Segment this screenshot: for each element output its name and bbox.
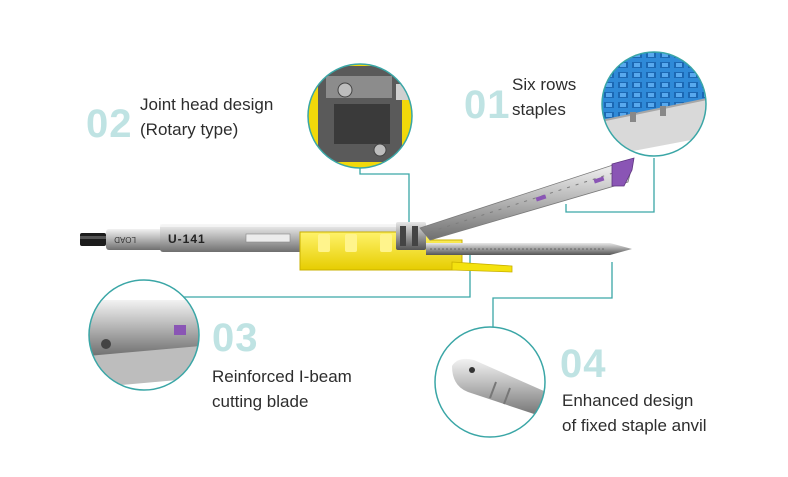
feature-label-02-line-2: (Rotary type) (140, 120, 239, 139)
feature-label-04-line-1: Enhanced design (562, 391, 694, 410)
feature-label-02: Joint head design (Rotary type) (140, 92, 273, 142)
feature-label-01: Six rows staples (512, 72, 576, 122)
callout-line-02 (359, 168, 410, 230)
shaft-print: U-141 (168, 232, 206, 246)
purple-tip (611, 157, 635, 187)
feature-label-01-line-2: staples (512, 100, 566, 119)
feature-label-04-line-2: of fixed staple anvil (562, 416, 707, 435)
lower-jaw (426, 243, 632, 255)
feature-label-03: Reinforced I-beam cutting blade (212, 364, 352, 414)
callout-line-04 (492, 262, 613, 327)
feature-label-02-line-1: Joint head design (140, 95, 274, 114)
callout-line-01 (565, 158, 655, 213)
feature-label-04: Enhanced design of fixed staple anvil (562, 388, 707, 438)
feature-label-03-line-2: cutting blade (212, 392, 309, 411)
feature-number-03: 03 (212, 316, 259, 360)
detail-circle-02 (307, 63, 413, 169)
detail-circle-01 (601, 51, 707, 157)
feature-number-01: 01 (464, 83, 511, 127)
upper-jaw (419, 163, 633, 241)
rear-knob (80, 233, 106, 246)
callout-lines (143, 158, 655, 327)
feature-label-03-line-1: Reinforced I-beam (212, 367, 352, 386)
feature-number-02: 02 (86, 102, 133, 146)
detail-circle-03 (88, 279, 200, 391)
stapler-body: LOAD U-141 (80, 157, 635, 273)
detail-circle-04 (434, 326, 546, 438)
handle-shaft (106, 229, 164, 250)
handle-print: LOAD (114, 235, 136, 244)
feature-number-04: 04 (560, 342, 607, 386)
feature-label-01-line-1: Six rows (512, 75, 577, 94)
